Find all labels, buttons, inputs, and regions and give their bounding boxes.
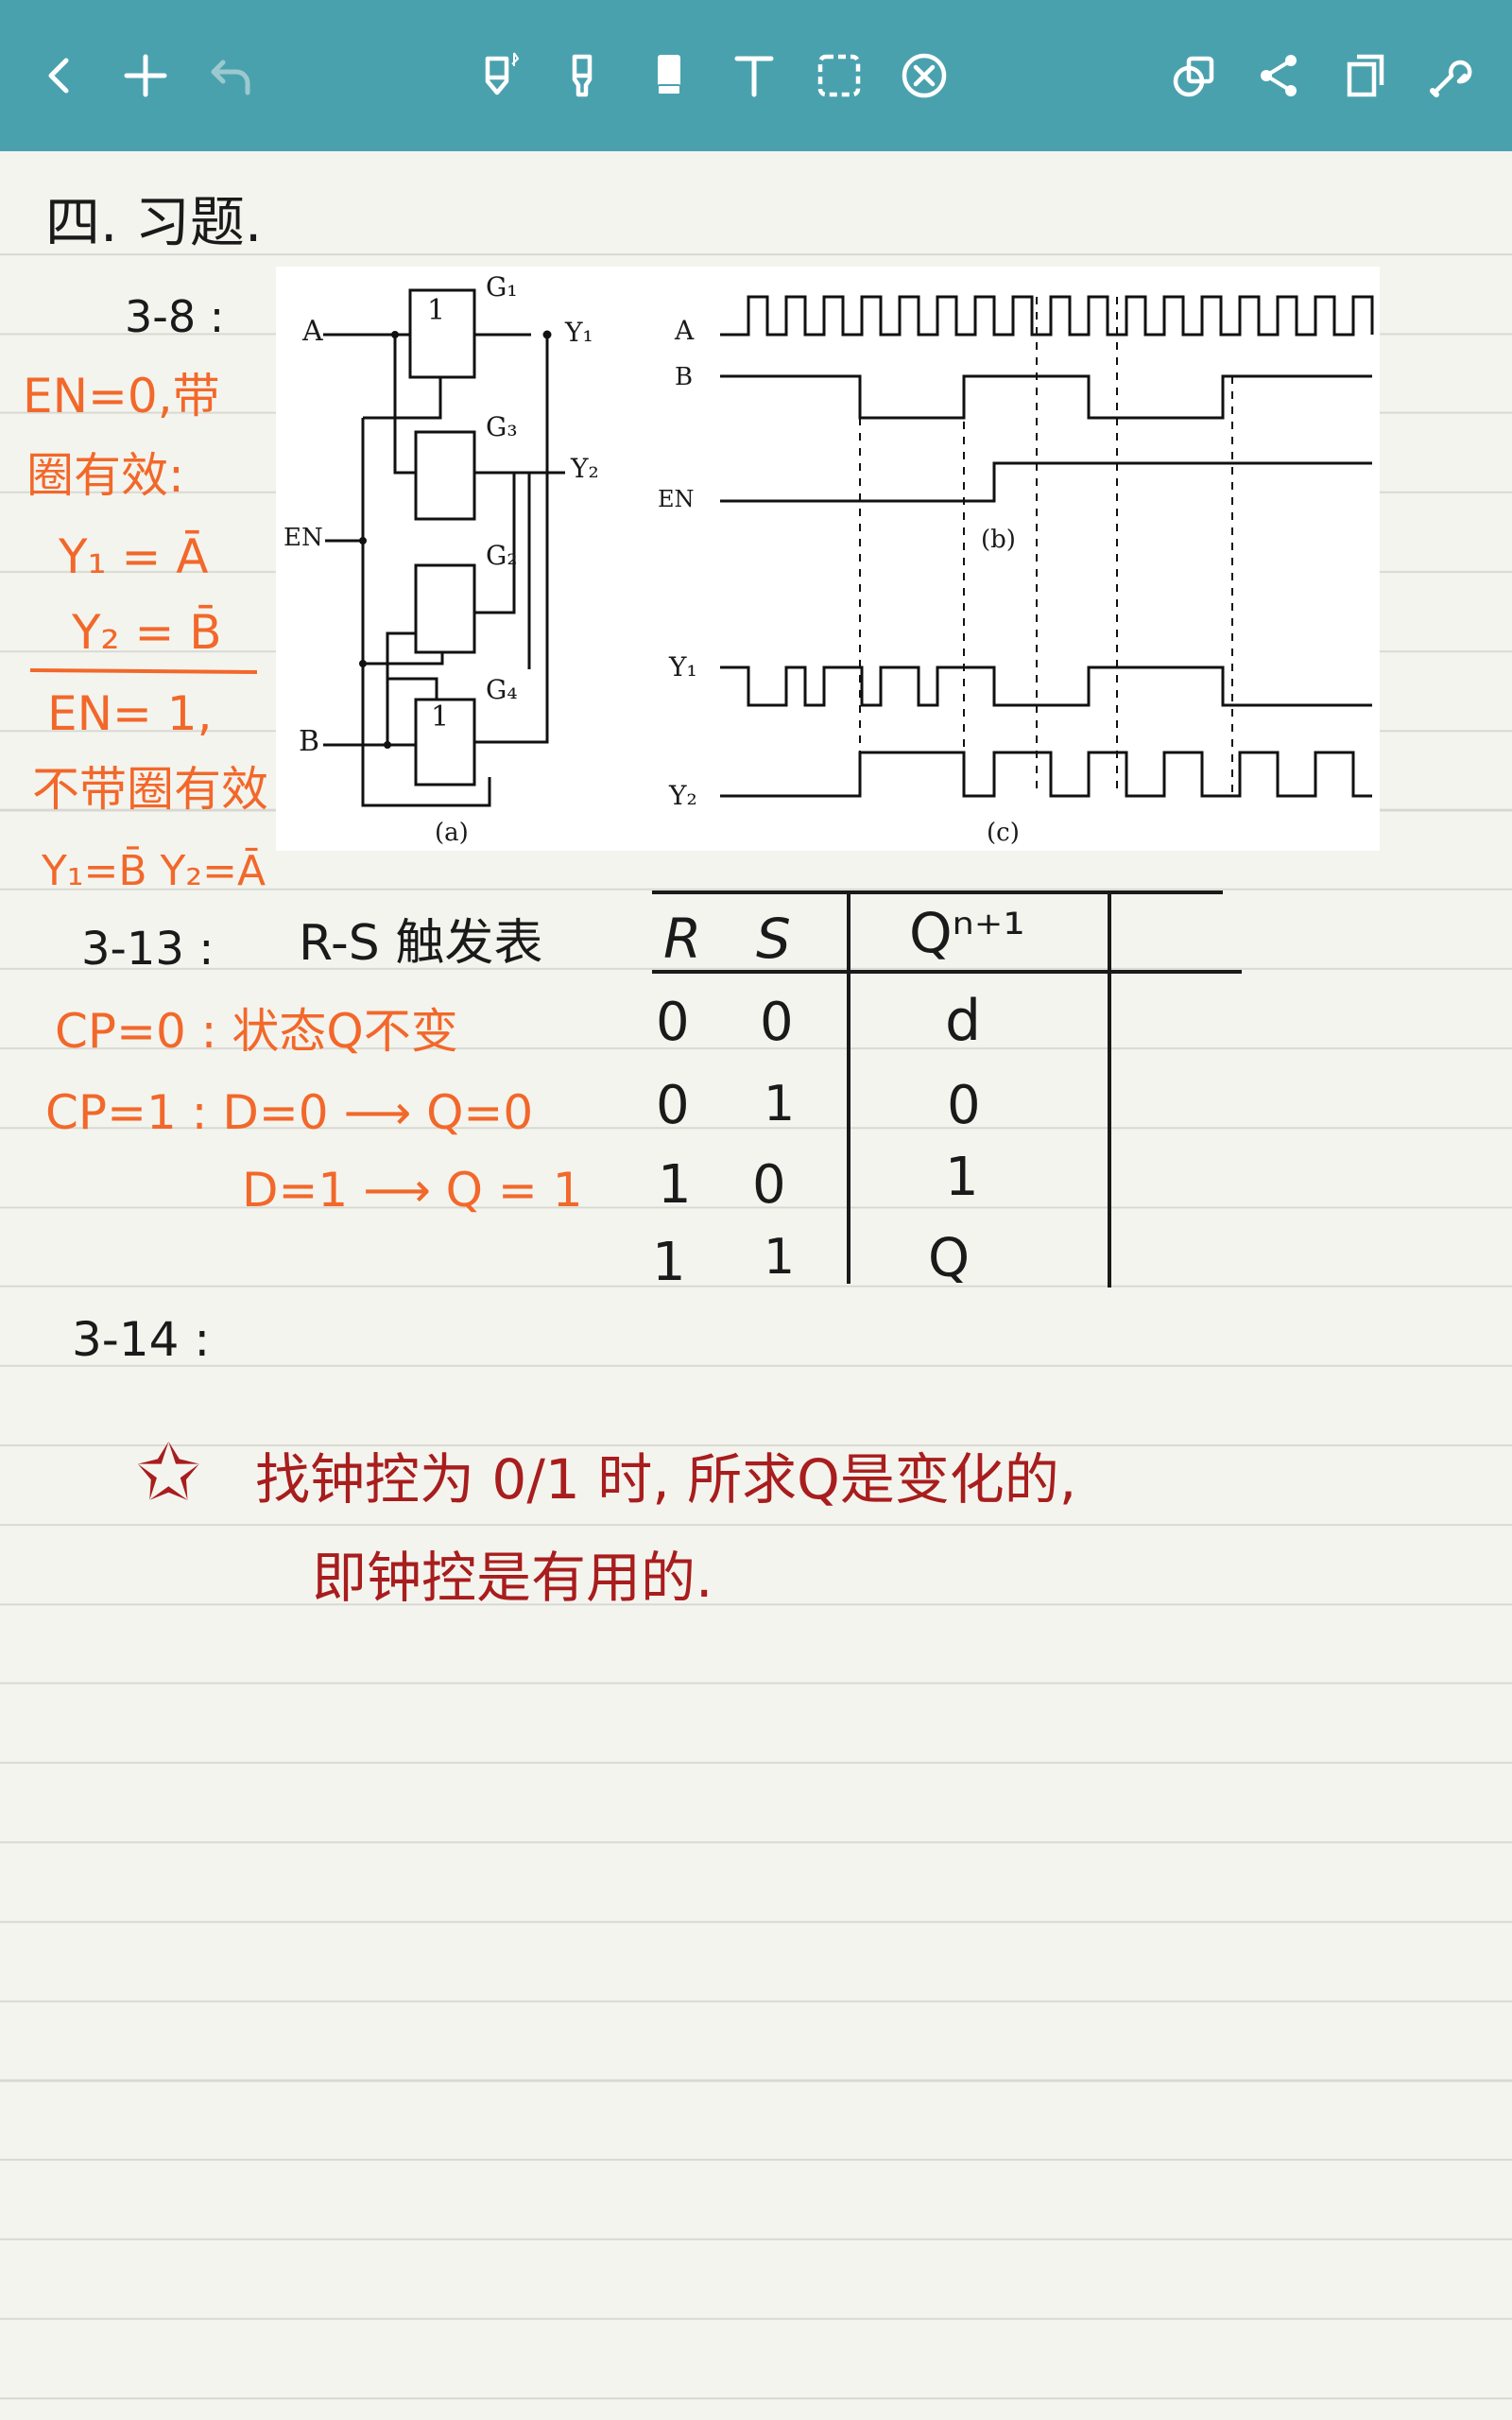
table-cell: d	[945, 988, 982, 1054]
q313-note-2: CP=1 : D=0 ⟶ Q=0	[45, 1085, 534, 1140]
output-y2-label: Y₂	[571, 453, 599, 484]
q314-label: 3-14 :	[72, 1312, 211, 1367]
timing-a-label: A	[675, 315, 695, 346]
clear-icon[interactable]	[886, 38, 962, 113]
q313-note-3: D=1 ⟶ Q = 1	[242, 1163, 583, 1218]
table-header-s: S	[756, 907, 791, 971]
undo-icon[interactable]	[193, 38, 268, 113]
q38-note-6: 不带圈有效	[32, 762, 268, 817]
table-header-r: R	[663, 907, 702, 971]
table-header-q: Qⁿ⁺¹	[909, 901, 1025, 965]
share-icon[interactable]	[1242, 38, 1317, 113]
circuit-caption: (a)	[435, 819, 469, 847]
q313-title: R-S 触发表	[299, 915, 543, 972]
table-cell: 1	[945, 1147, 979, 1208]
shapes-icon[interactable]	[1157, 38, 1232, 113]
top-toolbar	[0, 0, 1512, 151]
table-cell: 0	[752, 1154, 786, 1216]
output-y1-label: Y₁	[565, 317, 593, 348]
eraser-icon[interactable]	[631, 38, 707, 113]
table-header-rule	[652, 970, 1242, 974]
gate-g2-label: G₂	[486, 540, 518, 571]
gate-g1-one: 1	[427, 294, 446, 327]
q38-note-5: EN= 1,	[47, 686, 213, 741]
table-cell: 1	[764, 1076, 796, 1132]
table-divider-2	[1108, 890, 1111, 1288]
table-cell: 1	[658, 1154, 692, 1216]
q38-label: 3-8 :	[125, 291, 225, 342]
pen-icon[interactable]	[459, 38, 535, 113]
timing-y1-label: Y₁	[669, 651, 697, 683]
text-icon[interactable]	[716, 38, 792, 113]
gate-g3-label: G₃	[486, 411, 518, 442]
pages-icon[interactable]	[1327, 38, 1402, 113]
q38-note-7: Y₁=B̄ Y₂=Ā	[42, 847, 266, 895]
star-note-line-2: 即钟控是有用的.	[312, 1546, 713, 1610]
circuit-figure-svg	[323, 288, 1374, 807]
section-heading: 四. 习题.	[45, 190, 263, 254]
table-cell: 0	[656, 992, 690, 1053]
q313-label: 3-13 :	[81, 923, 215, 976]
gate-g4-one: 1	[431, 700, 450, 734]
q313-note-1: CP=0 : 状态Q不变	[55, 1004, 458, 1059]
star-note-line-1: 找钟控为 0/1 时, 所求Q是变化的,	[255, 1447, 1077, 1512]
input-b-label: B	[299, 725, 320, 758]
timing-b-label: B	[675, 363, 694, 391]
back-icon[interactable]	[23, 38, 98, 113]
timing-en-label: EN	[658, 486, 695, 512]
circuit-figure: A 1 G₁ Y₁ G₃ Y₂ EN G₂ G₄ 1 B (a) A B EN …	[276, 267, 1380, 851]
input-a-label: A	[302, 315, 323, 348]
table-top-rule	[652, 890, 1223, 894]
table-cell: Q	[928, 1228, 971, 1289]
table-divider-1	[847, 890, 850, 1284]
timing-y2-label: Y₂	[669, 780, 697, 811]
q38-note-2: 圈有效:	[26, 448, 184, 503]
timing-caption: (c)	[987, 819, 1020, 847]
table-cell: 0	[656, 1075, 690, 1136]
gate-g1-label: G₁	[486, 271, 518, 302]
q38-note-3: Y₁ = Ā	[59, 529, 209, 584]
table-cell: 0	[760, 992, 794, 1053]
lasso-icon[interactable]	[801, 38, 877, 113]
settings-icon[interactable]	[1412, 38, 1487, 113]
highlighter-icon[interactable]	[544, 38, 620, 113]
gate-g4-label: G₄	[486, 674, 518, 705]
table-cell: 1	[764, 1229, 796, 1286]
add-icon[interactable]	[108, 38, 183, 113]
q38-note-1: EN=0,带	[23, 369, 220, 424]
input-en-label: EN	[284, 524, 323, 552]
timing-mid-caption: (b)	[981, 526, 1016, 554]
q38-note-4: Y₂ = B̄	[72, 605, 222, 660]
table-cell: 1	[652, 1232, 686, 1293]
table-cell: 0	[947, 1075, 981, 1136]
star-icon: ✩	[136, 1428, 201, 1518]
